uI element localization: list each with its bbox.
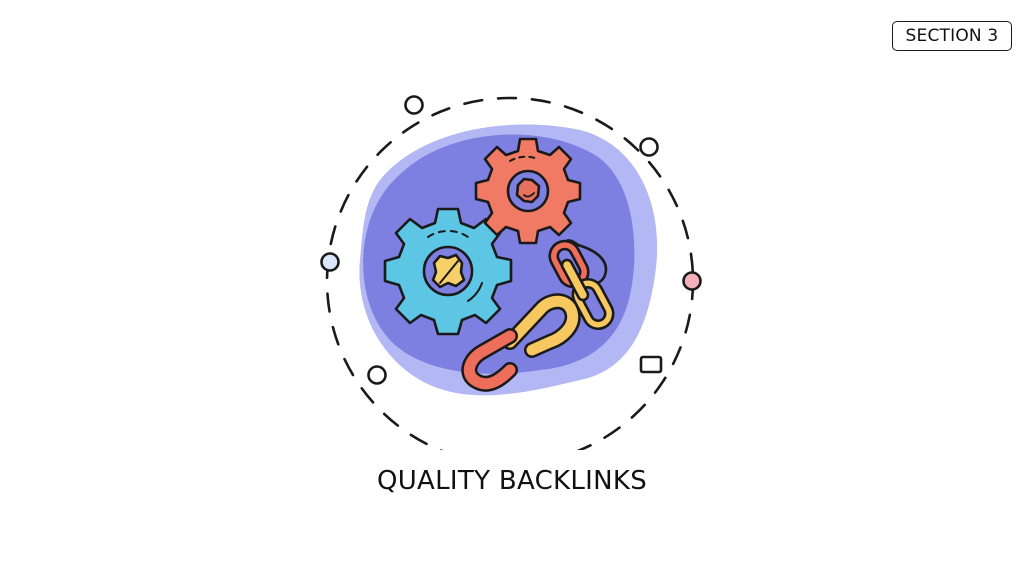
decor-circle-right-pink-icon: [682, 271, 702, 291]
decor-circle-left-blue-icon: [320, 252, 340, 272]
section-badge-label: SECTION 3: [905, 26, 999, 46]
caption-title: QUALITY BACKLINKS: [376, 466, 648, 496]
backlinks-illustration: [310, 60, 710, 450]
decor-circle-bottom-left-icon: [367, 365, 387, 385]
section-badge: SECTION 3: [892, 21, 1012, 51]
decor-square-bottom-right-icon: [639, 355, 663, 374]
blue-gear-icon: [383, 207, 513, 336]
chain-link-icon: [461, 239, 615, 392]
decor-circle-top-right-icon: [639, 137, 659, 157]
decor-circle-top-left-icon: [404, 95, 424, 115]
red-gear-icon: [474, 137, 582, 245]
